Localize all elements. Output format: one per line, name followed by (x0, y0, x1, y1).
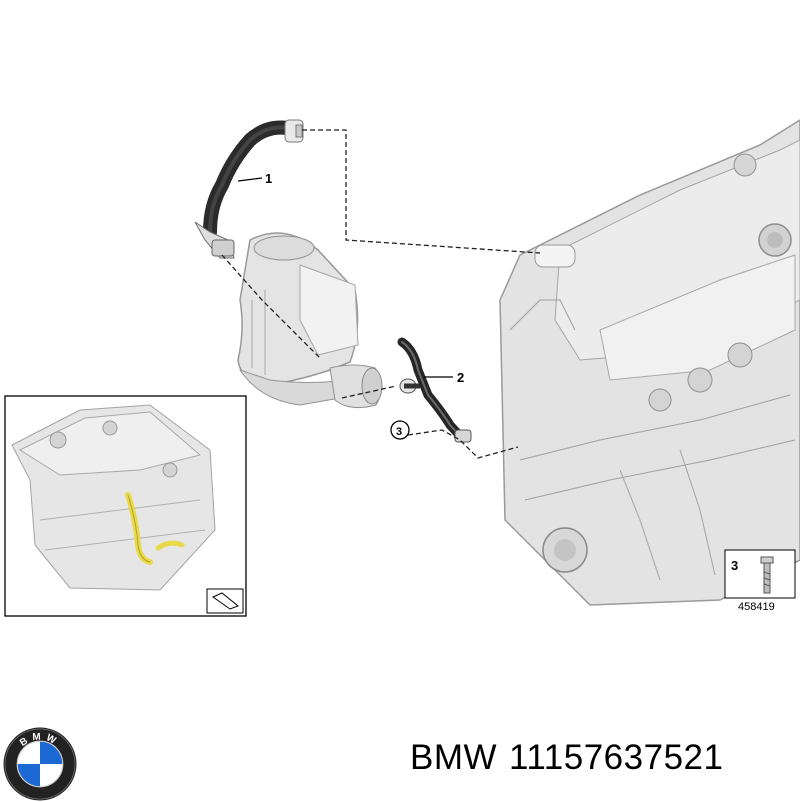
part-label: BMW 11157637521 (410, 738, 723, 778)
detail-reference: 458419 (738, 601, 775, 613)
hose-part-1 (194, 119, 304, 259)
callout-1: 1 (265, 171, 272, 186)
callout-leaders (237, 177, 453, 378)
bmw-logo: BMW (3, 727, 77, 801)
callout-3-marker: 3 (390, 420, 410, 440)
callout-3: 3 (396, 426, 402, 438)
callout-2: 2 (457, 370, 464, 385)
engine-block (499, 119, 800, 606)
part-detail-box: 3 458419 (724, 549, 796, 613)
bolt-icon (760, 556, 774, 594)
catalytic-converter (237, 232, 383, 409)
leader-lines (221, 129, 541, 459)
part-number: 11157637521 (509, 738, 724, 777)
overview-inset (4, 395, 247, 617)
pipe-part-2 (397, 337, 472, 443)
brand-name: BMW (410, 738, 498, 777)
detail-number: 3 (731, 558, 738, 573)
